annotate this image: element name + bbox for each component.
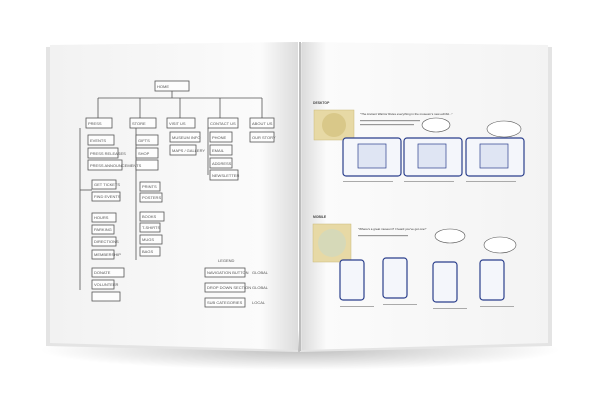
node-label: OUR STORY: [252, 135, 276, 140]
node-label: GIFTS: [138, 138, 150, 143]
caption-line: [480, 306, 514, 307]
caption-line: [404, 181, 454, 182]
sitemap-root: HOME: [157, 84, 169, 89]
column-press: PRESS: [88, 121, 102, 126]
frame-content: [479, 143, 509, 169]
node-label: T-SHIRTS: [142, 225, 160, 230]
node-label: PRESS ANNOUNCEMENTS: [90, 163, 142, 168]
legend-item: SUB CATEGORIES: [207, 300, 243, 305]
column-contact: CONTACT US: [210, 121, 236, 126]
node-label: EVENTS: [90, 138, 106, 143]
legend-side: LOCAL: [252, 300, 266, 305]
node-label: NEWSLETTER: [212, 173, 239, 178]
photo-thumbnail: [322, 113, 346, 137]
legend-title: LEGEND: [218, 258, 235, 263]
speech-bubble: [483, 236, 517, 254]
sitemap-labels: HOME PRESS STORE VISIT US CONTACT US ABO…: [88, 84, 276, 305]
phone-frame-4: [479, 259, 505, 301]
column-about: ABOUT US: [252, 121, 273, 126]
caption-line: [360, 120, 420, 122]
section-label-mobile: MOBILE: [313, 215, 327, 219]
phone-frame-3: [432, 261, 458, 303]
phone-frame-1: [339, 259, 365, 301]
node-label: PRESS RELEASES: [90, 151, 126, 156]
node-label: PHONE: [212, 135, 227, 140]
node-label: FIND EVENTS: [94, 194, 121, 199]
desktop-intro: "The Ancient Warrior Rules everything in…: [360, 112, 453, 116]
caption-line: [340, 306, 374, 307]
column-visit: VISIT US: [169, 121, 186, 126]
node-label: VOLUNTEER: [94, 282, 119, 287]
legend-item: NAVIGATION BUTTON: [207, 270, 249, 275]
legend-item: DROP DOWN SECTION: [207, 285, 251, 290]
speech-bubble: [421, 117, 451, 133]
node-label: PARKING: [94, 227, 112, 232]
node-label: PRINTS: [142, 184, 157, 189]
phone-frame-2: [382, 257, 408, 299]
frame-content: [417, 143, 447, 169]
speech-bubble: [434, 228, 466, 244]
mobile-storyboard: MOBILE "Where's a great museum? I heard …: [312, 215, 517, 309]
photo-thumbnail: [318, 229, 346, 257]
node-label: BAGS: [142, 249, 153, 254]
node-label: DONATE: [94, 270, 111, 275]
caption-line: [358, 235, 408, 237]
node-label: POSTERS: [142, 195, 161, 200]
right-page: [302, 42, 548, 350]
node-label: SHOP: [138, 151, 150, 156]
node-label: BOOKS: [142, 214, 157, 219]
legend-side: GLOBAL: [252, 285, 269, 290]
node-label: MUGS: [142, 237, 154, 242]
legend-side: GLOBAL: [252, 270, 269, 275]
desktop-storyboard: DESKTOP "The Ancient Warrior Rules every…: [313, 101, 525, 182]
caption-line: [383, 304, 417, 305]
caption-line: [360, 124, 414, 126]
node-label: MEMBERSHIP: [94, 252, 121, 257]
frame-content: [357, 143, 387, 169]
node-label: ADDRESS: [212, 161, 232, 166]
caption-line: [343, 181, 393, 182]
column-store: STORE: [132, 121, 146, 126]
node-label: MAPS / GALLERY: [172, 148, 205, 153]
node-label: EMAIL: [212, 148, 225, 153]
caption-line: [466, 181, 516, 182]
speech-bubble: [486, 120, 522, 138]
mobile-intro: "Where's a great museum? I heard you've …: [358, 227, 426, 231]
node-label: GET TICKETS: [94, 182, 120, 187]
section-label-desktop: DESKTOP: [313, 101, 330, 105]
caption-line: [433, 308, 467, 309]
node-label: HOURS: [94, 215, 109, 220]
node-label: MUSEUM INFO: [172, 135, 200, 140]
sitemap: [79, 80, 275, 308]
node-label: DIRECTIONS: [94, 239, 119, 244]
